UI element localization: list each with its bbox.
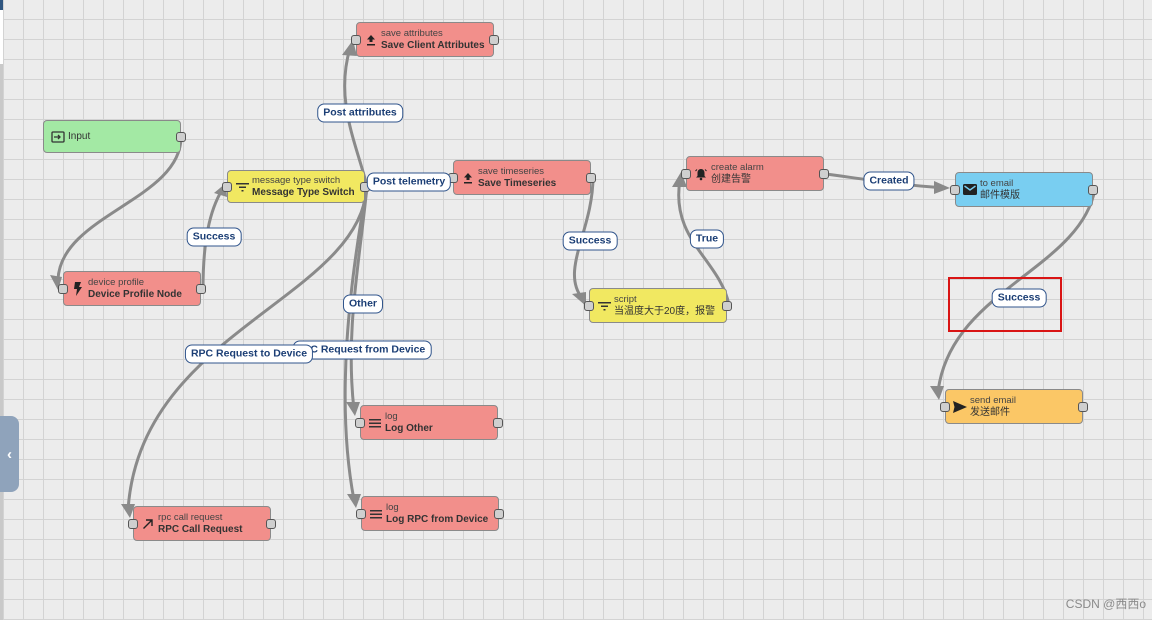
node-type: save timeseries	[478, 165, 544, 177]
filter-icon	[235, 180, 249, 194]
watermark: CSDN @西西o	[1065, 597, 1146, 611]
edge-switch-rpc-call[interactable]	[126, 185, 369, 511]
arrowhead	[934, 181, 950, 194]
output-port[interactable]	[266, 518, 276, 529]
edge-email-send[interactable]	[936, 188, 1097, 393]
node-device-profile[interactable]: device profile Device Profile Node	[58, 271, 206, 306]
node-name: Save Timeseries	[478, 177, 557, 189]
output-port[interactable]	[176, 131, 186, 142]
node-create-alarm[interactable]: create alarm 创建告警	[681, 156, 829, 191]
node-type: device profile	[88, 276, 144, 288]
input-port[interactable]	[355, 417, 365, 428]
node-name: Save Client Attributes	[381, 39, 485, 51]
node-type: log	[385, 410, 398, 422]
edge-label-created[interactable]: Created	[863, 171, 915, 191]
node-type: save attributes	[381, 27, 443, 39]
edge-label-post-telemetry[interactable]: Post telemetry	[366, 172, 452, 192]
node-name: Input	[68, 130, 91, 142]
node-name: 当温度大于20度，报警	[614, 305, 716, 317]
node-type: to email	[980, 177, 1014, 189]
edge-input-device-profile[interactable]	[56, 136, 183, 281]
upload-icon	[461, 171, 475, 185]
node-name: RPC Call Request	[158, 523, 243, 535]
bolt-icon	[71, 281, 85, 296]
node-type: message type switch	[252, 174, 341, 186]
bell-icon	[694, 167, 708, 181]
node-to-email[interactable]: to email 邮件模版	[950, 172, 1098, 207]
node-name: Log Other	[385, 422, 433, 434]
arrowhead	[572, 292, 586, 306]
highlight-annotation	[948, 277, 1062, 332]
edge-label-success[interactable]: Success	[186, 227, 242, 247]
input-port[interactable]	[351, 34, 361, 45]
output-port[interactable]	[493, 417, 503, 428]
edge-label-rpc-to-device[interactable]: RPC Request to Device	[184, 344, 314, 364]
filter-icon	[597, 299, 611, 313]
output-port[interactable]	[722, 300, 732, 311]
node-log-rpc[interactable]: log Log RPC from Device	[356, 496, 504, 531]
node-message-type-switch[interactable]: message type switch Message Type Switch	[222, 170, 370, 203]
output-port[interactable]	[1088, 184, 1098, 195]
node-name: 创建告警	[711, 173, 751, 185]
output-port[interactable]	[1078, 401, 1088, 412]
edge-label-rpc-from-device[interactable]: RPC Request from Device	[292, 340, 432, 360]
left-header-accent	[0, 0, 3, 10]
node-log-other[interactable]: log Log Other	[355, 405, 503, 440]
email-icon	[963, 183, 977, 197]
input-port[interactable]	[222, 181, 232, 192]
chevron-left-icon: ‹	[7, 445, 12, 463]
menu-lines-icon	[369, 507, 383, 521]
node-save-attributes[interactable]: save attributes Save Client Attributes	[351, 22, 499, 57]
upload-icon	[364, 33, 378, 47]
input-port[interactable]	[950, 184, 960, 195]
node-script[interactable]: script 当温度大于20度，报警	[584, 288, 732, 323]
node-type: create alarm	[711, 161, 764, 173]
input-port[interactable]	[58, 283, 68, 294]
input-port[interactable]	[940, 401, 950, 412]
edge-label-timeseries-success[interactable]: Success	[562, 231, 618, 251]
send-icon	[953, 400, 967, 414]
node-name: 发送邮件	[970, 406, 1010, 418]
output-port[interactable]	[494, 508, 504, 519]
node-type: rpc call request	[158, 511, 223, 523]
node-type: script	[614, 293, 637, 305]
node-type: send email	[970, 394, 1016, 406]
edge-label-email-success[interactable]: Success	[991, 288, 1047, 308]
arrowhead	[930, 386, 944, 400]
edge-label-other[interactable]: Other	[342, 294, 384, 314]
input-port[interactable]	[128, 518, 138, 529]
label-text: RPC Request from Device	[295, 343, 426, 356]
input-port[interactable]	[681, 168, 691, 179]
input-port[interactable]	[584, 300, 594, 311]
node-save-timeseries[interactable]: save timeseries Save Timeseries	[448, 160, 596, 195]
menu-lines-icon	[368, 416, 382, 430]
output-port[interactable]	[586, 172, 596, 183]
node-input[interactable]: Input	[43, 120, 186, 153]
node-name: 邮件模版	[980, 189, 1020, 201]
arrowhead	[347, 494, 361, 508]
output-port[interactable]	[819, 168, 829, 179]
node-name: Log RPC from Device	[386, 513, 489, 525]
input-icon	[51, 130, 65, 144]
node-name: Device Profile Node	[88, 288, 182, 300]
arrowhead	[121, 504, 135, 518]
sidebar-collapse-button[interactable]: ‹	[0, 416, 19, 492]
node-send-email[interactable]: send email 发送邮件	[940, 389, 1088, 424]
arrowhead	[346, 402, 360, 416]
left-edge-strip	[0, 0, 3, 620]
output-port[interactable]	[489, 34, 499, 45]
node-name: Message Type Switch	[252, 186, 355, 198]
arrow-up-right-icon	[141, 517, 155, 531]
output-port[interactable]	[196, 283, 206, 294]
input-port[interactable]	[356, 508, 366, 519]
node-rpc-call-request[interactable]: rpc call request RPC Call Request	[128, 506, 276, 541]
left-panel-edge	[0, 10, 3, 64]
node-type: log	[386, 501, 399, 513]
edge-label-true[interactable]: True	[689, 229, 725, 249]
arrowhead	[672, 172, 687, 187]
edge-label-post-attributes[interactable]: Post attributes	[317, 103, 403, 123]
